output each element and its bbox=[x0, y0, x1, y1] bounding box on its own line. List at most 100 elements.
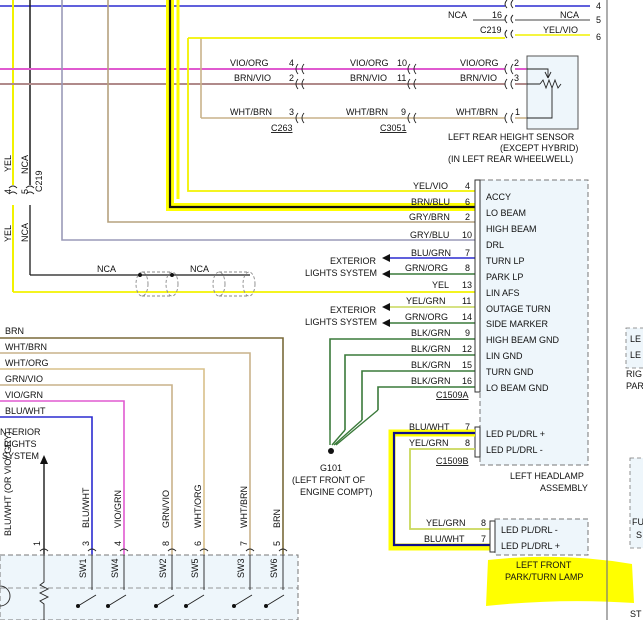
hlb-pin-1: 8 bbox=[465, 438, 470, 448]
sw-label-2: VIO/GRN bbox=[113, 490, 123, 528]
headlamp-connector-b bbox=[474, 426, 481, 458]
top-yelvio-label: YEL/VIO bbox=[543, 25, 578, 35]
hl-pin-0: 4 bbox=[465, 181, 470, 191]
right-rig: RIG bbox=[626, 369, 642, 379]
sw-pin-1: 3 bbox=[81, 541, 91, 546]
hl-wire-12: BLK/GRN bbox=[411, 376, 451, 386]
connectors-height-sensor bbox=[295, 63, 514, 124]
harness-wht-org: WHT/ORG bbox=[5, 358, 49, 368]
interior-line3: SYSTEM bbox=[2, 451, 39, 461]
hl-wire-6: YEL bbox=[432, 280, 449, 290]
hl-func-3: DRL bbox=[486, 240, 504, 250]
highlight-park-turn-label bbox=[486, 556, 634, 606]
left-pin-4: 4 bbox=[3, 189, 13, 194]
hlb-func-0: LED PL/DRL + bbox=[486, 429, 545, 439]
hl-caption-2: ASSEMBLY bbox=[540, 483, 588, 493]
hl-func-4: TURN LP bbox=[486, 256, 525, 266]
hl-pin-12: 16 bbox=[462, 376, 472, 386]
hl-func-10: LIN GND bbox=[486, 351, 523, 361]
hl-func-5: PARK LP bbox=[486, 272, 523, 282]
hs-caption-2: (EXCEPT HYBRID) bbox=[500, 143, 578, 153]
left-yel-label: YEL bbox=[3, 155, 13, 172]
switch-connector-marks bbox=[39, 548, 288, 552]
hs-pin-c2: 3 bbox=[514, 73, 519, 83]
left-c219-label: C219 bbox=[34, 170, 44, 192]
hl-func-0: ACCY bbox=[486, 192, 511, 202]
arrow-exterior-1b bbox=[382, 270, 390, 278]
hl-func-11: TURN GND bbox=[486, 367, 534, 377]
hs-pin-b3: 9 bbox=[401, 107, 406, 117]
hs-label-a2: BRN/VIO bbox=[234, 73, 271, 83]
connector-c219-top bbox=[504, 0, 514, 39]
hl-pin-4: 7 bbox=[465, 248, 470, 258]
headlamp-connector-a bbox=[474, 179, 481, 393]
right-le-2: LE bbox=[630, 350, 641, 360]
hs-label-c1: VIO/ORG bbox=[460, 58, 499, 68]
wire-blk-grn-9 bbox=[329, 338, 475, 430]
ground-id: G101 bbox=[320, 463, 342, 473]
arrow-exterior-2a bbox=[382, 303, 390, 311]
pt-pin-1: 7 bbox=[481, 534, 486, 544]
hlb-wire-1: YEL/GRN bbox=[409, 438, 449, 448]
right-fu: FU bbox=[632, 517, 643, 527]
hl-wire-4: BLU/GRN bbox=[411, 248, 451, 258]
hlb-pin-0: 7 bbox=[465, 422, 470, 432]
wire-blk-grn-15 bbox=[361, 370, 475, 420]
hs-label-a1: VIO/ORG bbox=[230, 58, 269, 68]
sw-label-6: BRN bbox=[272, 509, 282, 528]
ground-caption-1: (LEFT FRONT OF bbox=[292, 475, 366, 485]
hlb-func-1: LED PL/DRL - bbox=[486, 445, 543, 455]
hs-connector-c3051: C3051 bbox=[380, 123, 407, 133]
highlight-brn-blu bbox=[166, 0, 475, 211]
exterior-2-line1: EXTERIOR bbox=[330, 305, 377, 315]
harness-blu-wht: BLU/WHT bbox=[5, 406, 46, 416]
hs-pin-b2: 11 bbox=[397, 73, 406, 83]
hl-wire-2: GRY/BRN bbox=[409, 212, 450, 222]
pt-caption-1: LEFT FRONT bbox=[516, 560, 572, 570]
hs-pin-a3: 3 bbox=[289, 107, 294, 117]
hlb-wire-0: BLU/WHT bbox=[409, 422, 450, 432]
ground-dot bbox=[328, 448, 334, 454]
hs-label-b1: VIO/ORG bbox=[350, 58, 389, 68]
left-nca-label: NCA bbox=[20, 155, 30, 174]
switch-module-box bbox=[0, 554, 299, 620]
hl-pin-11: 15 bbox=[462, 360, 472, 370]
ground-converge bbox=[329, 409, 379, 446]
sw-name-2: SW2 bbox=[158, 558, 168, 578]
wire-wht-brn-harness bbox=[0, 352, 251, 555]
pt-func-1: LED PL/DRL + bbox=[501, 541, 560, 551]
hs-label-b2: BRN/VIO bbox=[350, 73, 387, 83]
top-num-4: 4 bbox=[596, 1, 601, 11]
hs-caption-3: (IN LEFT REAR WHEELWELL) bbox=[448, 154, 573, 164]
arrow-exterior-1a bbox=[382, 254, 390, 262]
hl-func-6: LIN AFS bbox=[486, 288, 520, 298]
shield-symbols bbox=[135, 271, 256, 297]
hl-func-2: HIGH BEAM bbox=[486, 224, 537, 234]
park-turn-lamp-box bbox=[494, 518, 589, 556]
sw-pin-2: 4 bbox=[113, 541, 123, 546]
hs-label-c3: WHT/BRN bbox=[456, 107, 498, 117]
pt-wire-0: YEL/GRN bbox=[426, 518, 466, 528]
hl-func-9: HIGH BEAM GND bbox=[486, 335, 560, 345]
wire-wht-org-harness bbox=[0, 368, 205, 555]
wire-brn-blu bbox=[168, 0, 475, 209]
wire-gry-brn bbox=[107, 0, 475, 223]
wire-grn-vio-harness bbox=[0, 384, 173, 555]
top-num-6: 6 bbox=[596, 32, 601, 42]
right-edge-box-2 bbox=[629, 457, 643, 549]
nca-label-2: NCA bbox=[190, 264, 209, 274]
switch-lines bbox=[77, 555, 285, 607]
harness-grn-vio: GRN/VIO bbox=[5, 374, 43, 384]
exterior-1-line1: EXTERIOR bbox=[330, 256, 377, 266]
arrow-interior bbox=[40, 455, 48, 464]
left-pin-5: 5 bbox=[20, 189, 30, 194]
wire-gry-blu bbox=[61, 0, 475, 241]
hl-wire-9: BLK/GRN bbox=[411, 328, 451, 338]
hs-pin-b1: 10 bbox=[397, 58, 407, 68]
wire-yel-vio bbox=[187, 38, 475, 192]
interior-line1: NTERIOR bbox=[0, 427, 41, 437]
hs-pin-a2: 2 bbox=[289, 73, 294, 83]
hl-wire-0: YEL/VIO bbox=[413, 181, 448, 191]
left-yel-bottom-label: YEL bbox=[3, 225, 13, 242]
